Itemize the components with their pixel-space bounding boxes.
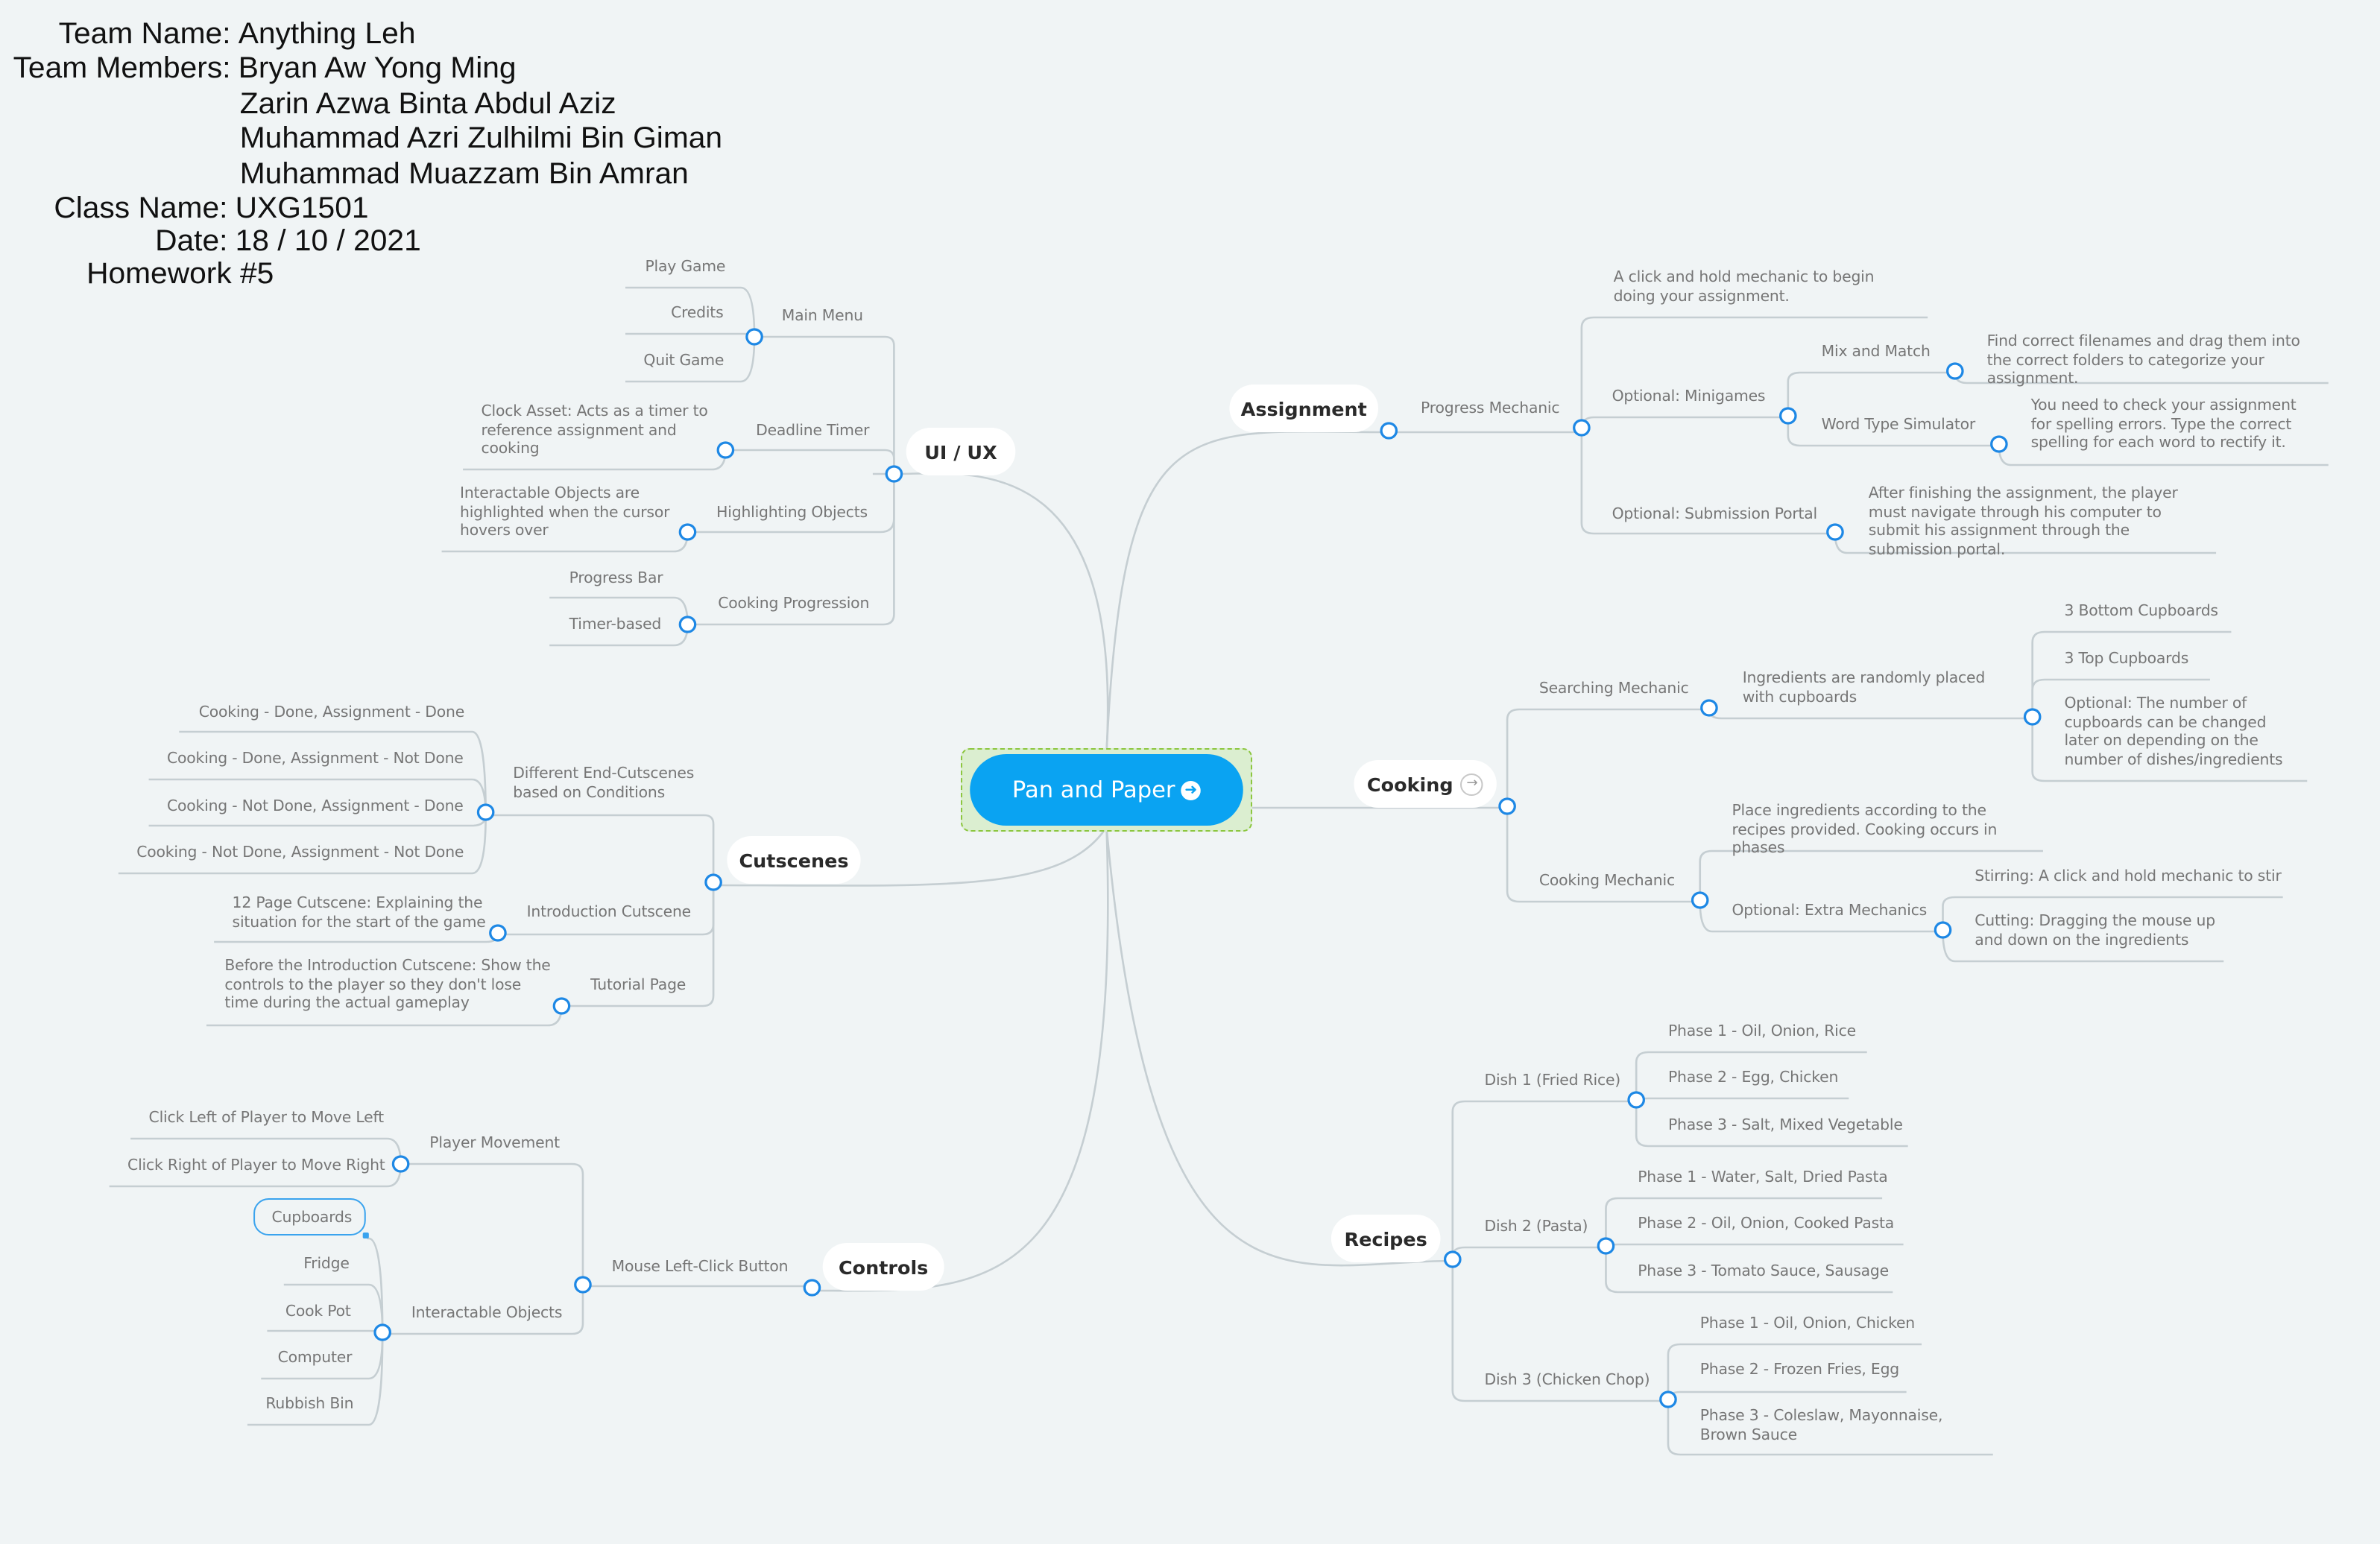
team-member: Zarin Azwa Binta Abdul Aziz <box>239 88 616 121</box>
node-end-4[interactable]: Cooking - Not Done, Assignment - Not Don… <box>136 845 464 861</box>
node-mix-match-desc[interactable]: Find correct filenames and drag them int… <box>1986 334 2300 388</box>
topic-recipes[interactable]: Recipes <box>1331 1215 1441 1262</box>
node-click-hold[interactable]: A click and hold mechanic to begin doing… <box>1613 270 1875 306</box>
topic-label: Cutscenes <box>739 849 849 871</box>
node-dish3-phase3[interactable]: Phase 3 - Coleslaw, Mayonnaise, Brown Sa… <box>1699 1408 1943 1444</box>
node-progress-bar[interactable]: Progress Bar <box>569 571 663 587</box>
arrow-right-icon[interactable]: → <box>1460 773 1484 795</box>
node-rubbish-bin[interactable]: Rubbish Bin <box>265 1396 354 1413</box>
node-mix-match[interactable]: Mix and Match <box>1821 344 1931 361</box>
node-dish-3[interactable]: Dish 3 (Chicken Chop) <box>1484 1373 1650 1389</box>
team-member: Bryan Aw Yong Ming <box>238 52 517 85</box>
node-dish1-phase1[interactable]: Phase 1 - Oil, Onion, Rice <box>1667 1024 1856 1040</box>
topic-cutscenes[interactable]: Cutscenes <box>727 836 861 884</box>
node-cooking-mechanic[interactable]: Cooking Mechanic <box>1538 873 1675 890</box>
team-name: Anything Leh <box>238 18 416 51</box>
node-player-movement[interactable]: Player Movement <box>429 1136 560 1152</box>
node-computer[interactable]: Computer <box>277 1350 353 1367</box>
node-random-placed[interactable]: Ingredients are randomly placed with cup… <box>1742 671 1986 706</box>
node-highlighting-objects[interactable]: Highlighting Objects <box>716 505 868 522</box>
node-circles <box>373 328 2042 1408</box>
topic-cooking[interactable]: Cooking → <box>1354 760 1497 808</box>
node-tutorial-desc[interactable]: Before the Introduction Cutscene: Show t… <box>224 958 551 1013</box>
node-move-right[interactable]: Click Right of Player to Move Right <box>127 1158 385 1174</box>
node-searching-mechanic[interactable]: Searching Mechanic <box>1538 681 1689 697</box>
topic-label: Cooking <box>1366 773 1453 795</box>
node-dish-1[interactable]: Dish 1 (Fried Rice) <box>1484 1073 1621 1089</box>
node-dish2-phase1[interactable]: Phase 1 - Water, Salt, Dried Pasta <box>1638 1170 1888 1186</box>
node-intro-cutscene[interactable]: Introduction Cutscene <box>526 905 692 921</box>
topic-ui-ux[interactable]: UI / UX <box>906 428 1016 475</box>
selection-highlight <box>253 1198 369 1238</box>
topic-label: Assignment <box>1240 397 1367 420</box>
class-name-label: Class Name: <box>54 192 228 225</box>
date: 18 / 10 / 2021 <box>235 225 421 258</box>
node-dish-2[interactable]: Dish 2 (Pasta) <box>1484 1219 1588 1235</box>
node-tutorial-page[interactable]: Tutorial Page <box>590 978 686 994</box>
node-quit-game[interactable]: Quit Game <box>643 353 725 370</box>
node-cutting[interactable]: Cutting: Dragging the mouse up and down … <box>1975 914 2215 949</box>
node-dish2-phase2[interactable]: Phase 2 - Oil, Onion, Cooked Pasta <box>1638 1216 1895 1233</box>
node-word-type-desc[interactable]: You need to check your assignment for sp… <box>2030 398 2297 452</box>
node-dish2-phase3[interactable]: Phase 3 - Tomato Sauce, Sausage <box>1638 1264 1889 1280</box>
node-bottom-cupboards[interactable]: 3 Bottom Cupboards <box>2064 604 2218 620</box>
node-place-ingredients[interactable]: Place ingredients according to the recip… <box>1732 803 1998 858</box>
node-deadline-timer[interactable]: Deadline Timer <box>756 423 870 440</box>
node-dish1-phase3[interactable]: Phase 3 - Salt, Mixed Vegetable <box>1667 1118 1903 1134</box>
node-optional-cupboards[interactable]: Optional: The number of cupboards can be… <box>2064 696 2283 769</box>
node-extra-mechanics[interactable]: Optional: Extra Mechanics <box>1732 903 1928 920</box>
team-member: Muhammad Azri Zulhilmi Bin Giman <box>239 122 723 155</box>
node-play-game[interactable]: Play Game <box>645 259 726 276</box>
node-end-3[interactable]: Cooking - Not Done, Assignment - Done <box>166 799 464 815</box>
topic-label: UI / UX <box>924 440 997 463</box>
topic-label: Controls <box>838 1256 929 1278</box>
node-intro-desc[interactable]: 12 Page Cutscene: Explaining the situati… <box>232 896 486 931</box>
node-submission-portal[interactable]: Optional: Submission Portal <box>1612 507 1818 523</box>
node-dish3-phase2[interactable]: Phase 2 - Frozen Fries, Egg <box>1699 1362 1900 1379</box>
class-name: UXG1501 <box>235 192 369 225</box>
topic-controls[interactable]: Controls <box>822 1243 944 1291</box>
central-topic-label: Pan and Paper <box>1011 776 1175 803</box>
team-members-label: Team Members: <box>13 52 231 85</box>
node-credits[interactable]: Credits <box>671 306 724 322</box>
node-clock-asset[interactable]: Clock Asset: Acts as a timer to referenc… <box>481 404 708 458</box>
node-minigames[interactable]: Optional: Minigames <box>1612 389 1766 405</box>
homework-label: Homework #5 <box>86 258 274 291</box>
node-submission-desc[interactable]: After finishing the assignment, the play… <box>1868 486 2178 559</box>
node-interactable-objects[interactable]: Interactable Objects <box>411 1306 563 1322</box>
team-name-label: Team Name: <box>58 18 231 51</box>
topic-label: Recipes <box>1344 1227 1427 1250</box>
node-fridge[interactable]: Fridge <box>303 1256 350 1273</box>
central-topic[interactable]: Pan and Paper ➜ <box>970 754 1243 826</box>
node-end-cutscenes[interactable]: Different End-Cutscenes based on Conditi… <box>513 766 695 802</box>
node-main-menu[interactable]: Main Menu <box>781 309 863 325</box>
node-highlight-desc[interactable]: Interactable Objects are highlighted whe… <box>460 486 670 540</box>
node-end-2[interactable]: Cooking - Done, Assignment - Not Done <box>166 751 464 768</box>
arrow-right-circle-icon[interactable]: ➜ <box>1181 780 1202 800</box>
team-member: Muhammad Muazzam Bin Amran <box>239 158 689 191</box>
node-dish1-phase2[interactable]: Phase 2 - Egg, Chicken <box>1667 1070 1839 1086</box>
node-stirring[interactable]: Stirring: A click and hold mechanic to s… <box>1975 869 2282 885</box>
node-cupboards[interactable]: Cupboards <box>271 1210 353 1227</box>
node-mouse-left-click[interactable]: Mouse Left-Click Button <box>611 1259 789 1276</box>
date-label: Date: <box>155 225 228 258</box>
node-cooking-progression[interactable]: Cooking Progression <box>718 596 870 613</box>
node-progress-mechanic[interactable]: Progress Mechanic <box>1421 401 1560 417</box>
node-cook-pot[interactable]: Cook Pot <box>285 1304 351 1320</box>
node-word-type[interactable]: Word Type Simulator <box>1821 417 1976 434</box>
node-timer-based[interactable]: Timer-based <box>569 617 662 633</box>
central-node-selection: Pan and Paper ➜ <box>961 748 1252 832</box>
node-end-1[interactable]: Cooking - Done, Assignment - Done <box>198 705 465 721</box>
node-move-left[interactable]: Click Left of Player to Move Left <box>148 1110 385 1127</box>
topic-assignment[interactable]: Assignment <box>1229 385 1379 432</box>
node-dish3-phase1[interactable]: Phase 1 - Oil, Onion, Chicken <box>1699 1316 1916 1332</box>
node-top-cupboards[interactable]: 3 Top Cupboards <box>2064 651 2189 668</box>
